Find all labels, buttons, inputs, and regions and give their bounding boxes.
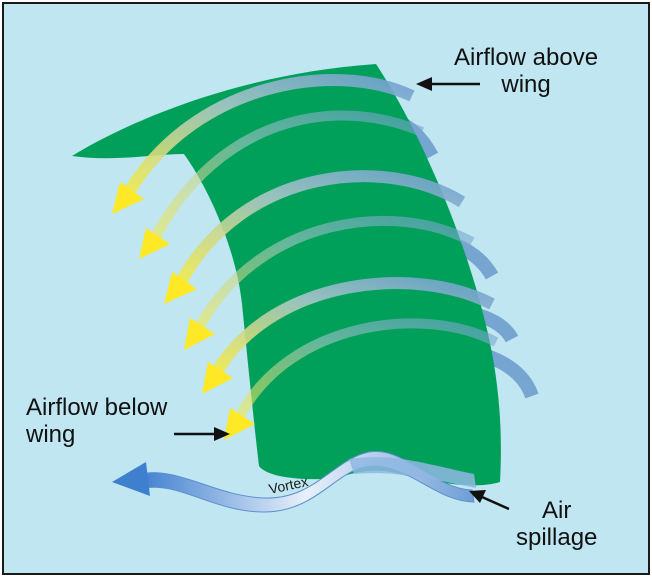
flow-arrow-2 — [151, 110, 424, 239]
spillage-band — [349, 457, 476, 488]
wing-shape — [72, 64, 501, 486]
flow-arrowhead-2 — [139, 228, 170, 259]
wing-diagram: Vortex — [72, 64, 539, 513]
flow-arrow-1 — [123, 74, 415, 196]
label-airflow-above-line1: Airflow above — [454, 44, 599, 71]
label-airflow-below-line1: Airflow below — [26, 394, 168, 421]
label-air-spillage-line1: Air — [542, 497, 572, 524]
flow-arrowhead-4 — [184, 318, 215, 350]
label-airflow-above-line2: wing — [501, 71, 551, 98]
vortex-ribbon: Vortex — [112, 450, 476, 513]
flow-arrowhead-3 — [164, 272, 197, 304]
flow-arrow-6 — [235, 318, 499, 419]
label-air-spillage-line2: spillage — [516, 524, 598, 551]
pointer-below-head — [214, 427, 230, 441]
pointer-above-head — [416, 77, 432, 91]
pointer-spill-line — [481, 495, 510, 511]
pointer-arrows — [174, 77, 510, 511]
pointer-spill-head — [469, 490, 486, 503]
flow-arrow-3 — [176, 170, 466, 283]
flow-arrow-5 — [212, 277, 495, 374]
label-air-spillage: Air spillage — [516, 497, 597, 551]
flow-arrowhead-6 — [224, 408, 255, 440]
label-airflow-below-line2: wing — [26, 421, 76, 448]
airflow-above-arrows — [112, 74, 499, 440]
label-airflow-above: Airflow above wing — [454, 44, 598, 98]
flow-arrowhead-1 — [112, 182, 144, 214]
flow-arrow-4 — [195, 215, 475, 329]
vortex-arrowhead — [112, 462, 150, 496]
label-airflow-below: Airflow below wing — [26, 394, 167, 448]
flow-arrowhead-5 — [202, 362, 233, 394]
